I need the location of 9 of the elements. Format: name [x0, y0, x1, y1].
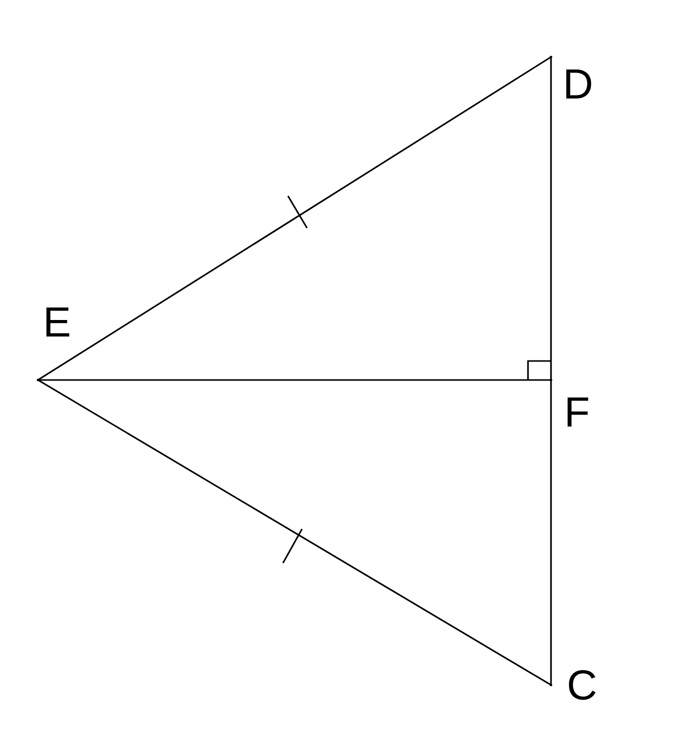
- line-segment: [38, 379, 551, 381]
- line-segment: [550, 380, 552, 685]
- line-segment: [550, 57, 552, 380]
- point-label: C: [568, 670, 596, 700]
- point-label: D: [566, 70, 592, 98]
- point-label: E: [46, 308, 70, 336]
- line-segment: [38, 56, 552, 381]
- line-segment: [38, 379, 552, 686]
- point-label: F: [568, 398, 588, 426]
